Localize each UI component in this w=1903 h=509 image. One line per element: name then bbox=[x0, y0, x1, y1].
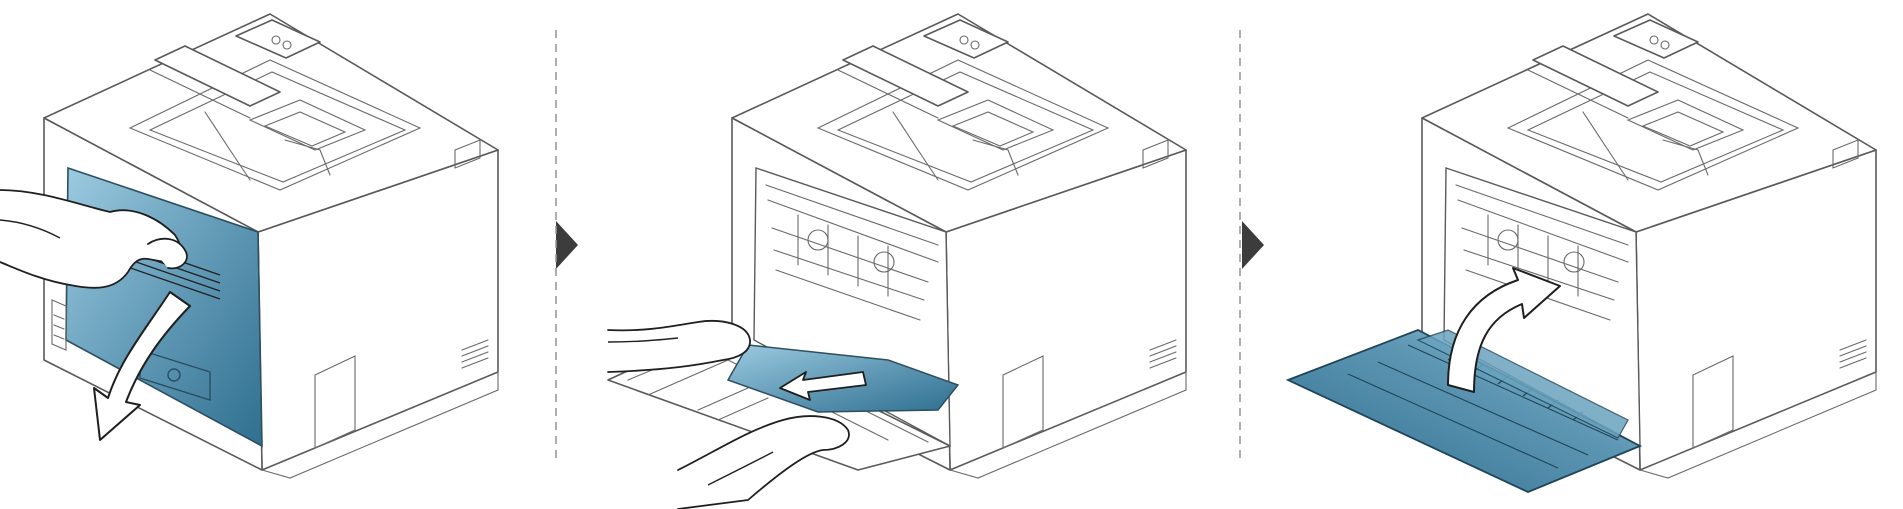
step-arrow-icon bbox=[556, 221, 578, 269]
hand-icon bbox=[677, 415, 850, 509]
step-2-panel bbox=[607, 13, 1187, 509]
step-1-panel bbox=[0, 13, 499, 479]
rear-cover-highlight bbox=[1285, 329, 1643, 493]
step-3-panel bbox=[1285, 13, 1877, 493]
curved-arrow-icon bbox=[1447, 267, 1561, 393]
hand-icon bbox=[607, 320, 751, 373]
step-arrow-icon bbox=[1242, 221, 1264, 269]
curved-arrow-icon bbox=[93, 291, 191, 441]
pull-arrow-icon bbox=[779, 371, 867, 401]
